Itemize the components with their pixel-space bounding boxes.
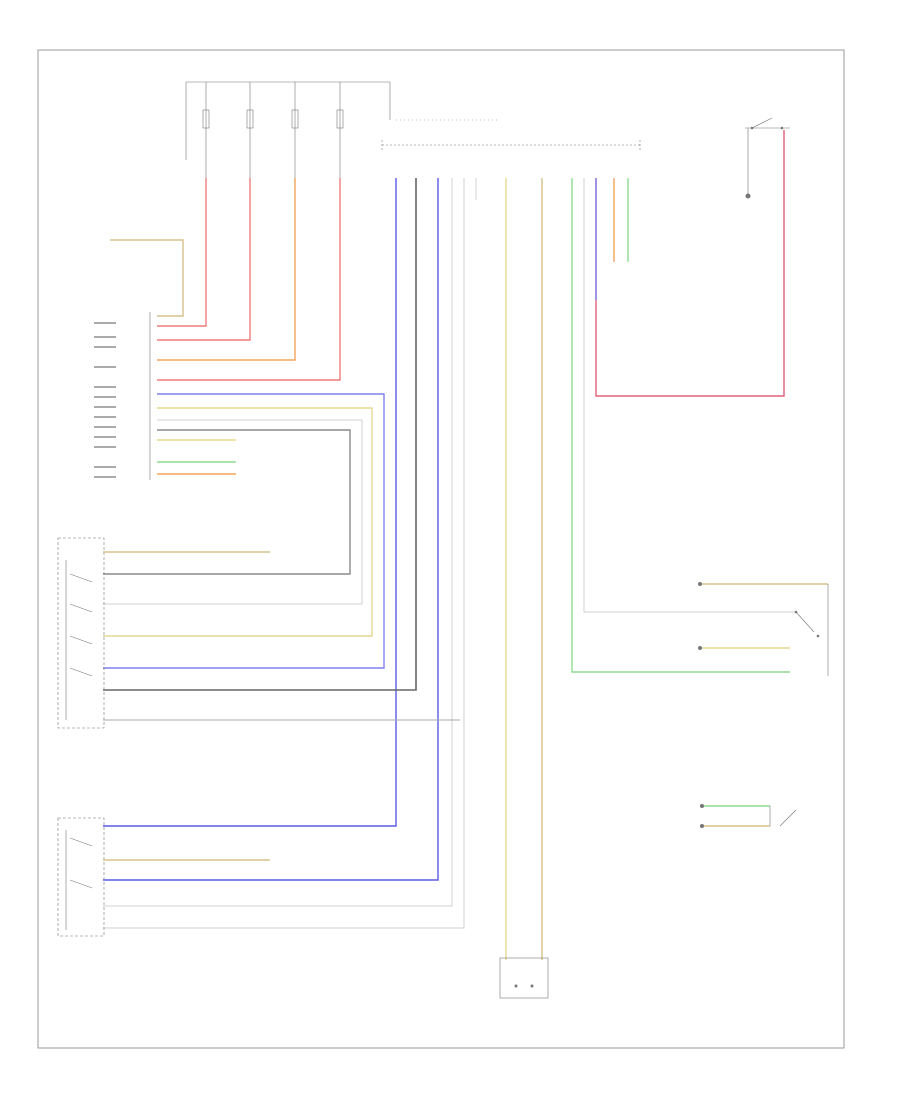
connector-pin-block <box>94 312 151 480</box>
wires-top-to-connector <box>110 178 341 381</box>
front-door-switch-block <box>57 537 460 729</box>
wire-red-1 <box>157 178 207 327</box>
wire-red-3 <box>157 178 341 381</box>
wire-violet-front <box>103 393 385 669</box>
harness-wires <box>103 178 477 929</box>
bottom-right-switch <box>700 804 797 828</box>
right-side-wires <box>571 130 796 673</box>
fuse-box <box>185 81 391 178</box>
wire-green-right <box>571 178 790 673</box>
bottom-lamp-module <box>499 178 549 999</box>
wires-short-left <box>157 439 236 475</box>
right-switch-cluster <box>698 582 829 676</box>
fuse-3 <box>291 82 299 178</box>
central-module <box>381 119 641 150</box>
wire-light-2 <box>103 178 465 929</box>
ground-point <box>745 193 751 199</box>
wire-gray-front <box>103 178 417 691</box>
wire-gray-front-2 <box>103 429 351 575</box>
wire-pink-right <box>595 130 785 397</box>
wire-light-front <box>103 419 363 605</box>
wire-blue-long-2 <box>103 178 439 881</box>
fuse-4 <box>336 82 344 178</box>
wire-orange <box>157 178 296 361</box>
wire-tan-sensor <box>110 239 184 317</box>
top-right-switch <box>745 117 790 199</box>
fuse-1 <box>202 82 210 178</box>
wire-light-1 <box>103 178 453 907</box>
diagram-border <box>37 49 845 1049</box>
rear-door-switch-block <box>57 817 270 937</box>
wire-light-right <box>583 178 796 613</box>
wire-red-2 <box>157 178 251 341</box>
wire-tan-front <box>103 407 373 637</box>
fuse-2 <box>246 82 254 178</box>
wire-blue-long-1 <box>103 178 397 827</box>
